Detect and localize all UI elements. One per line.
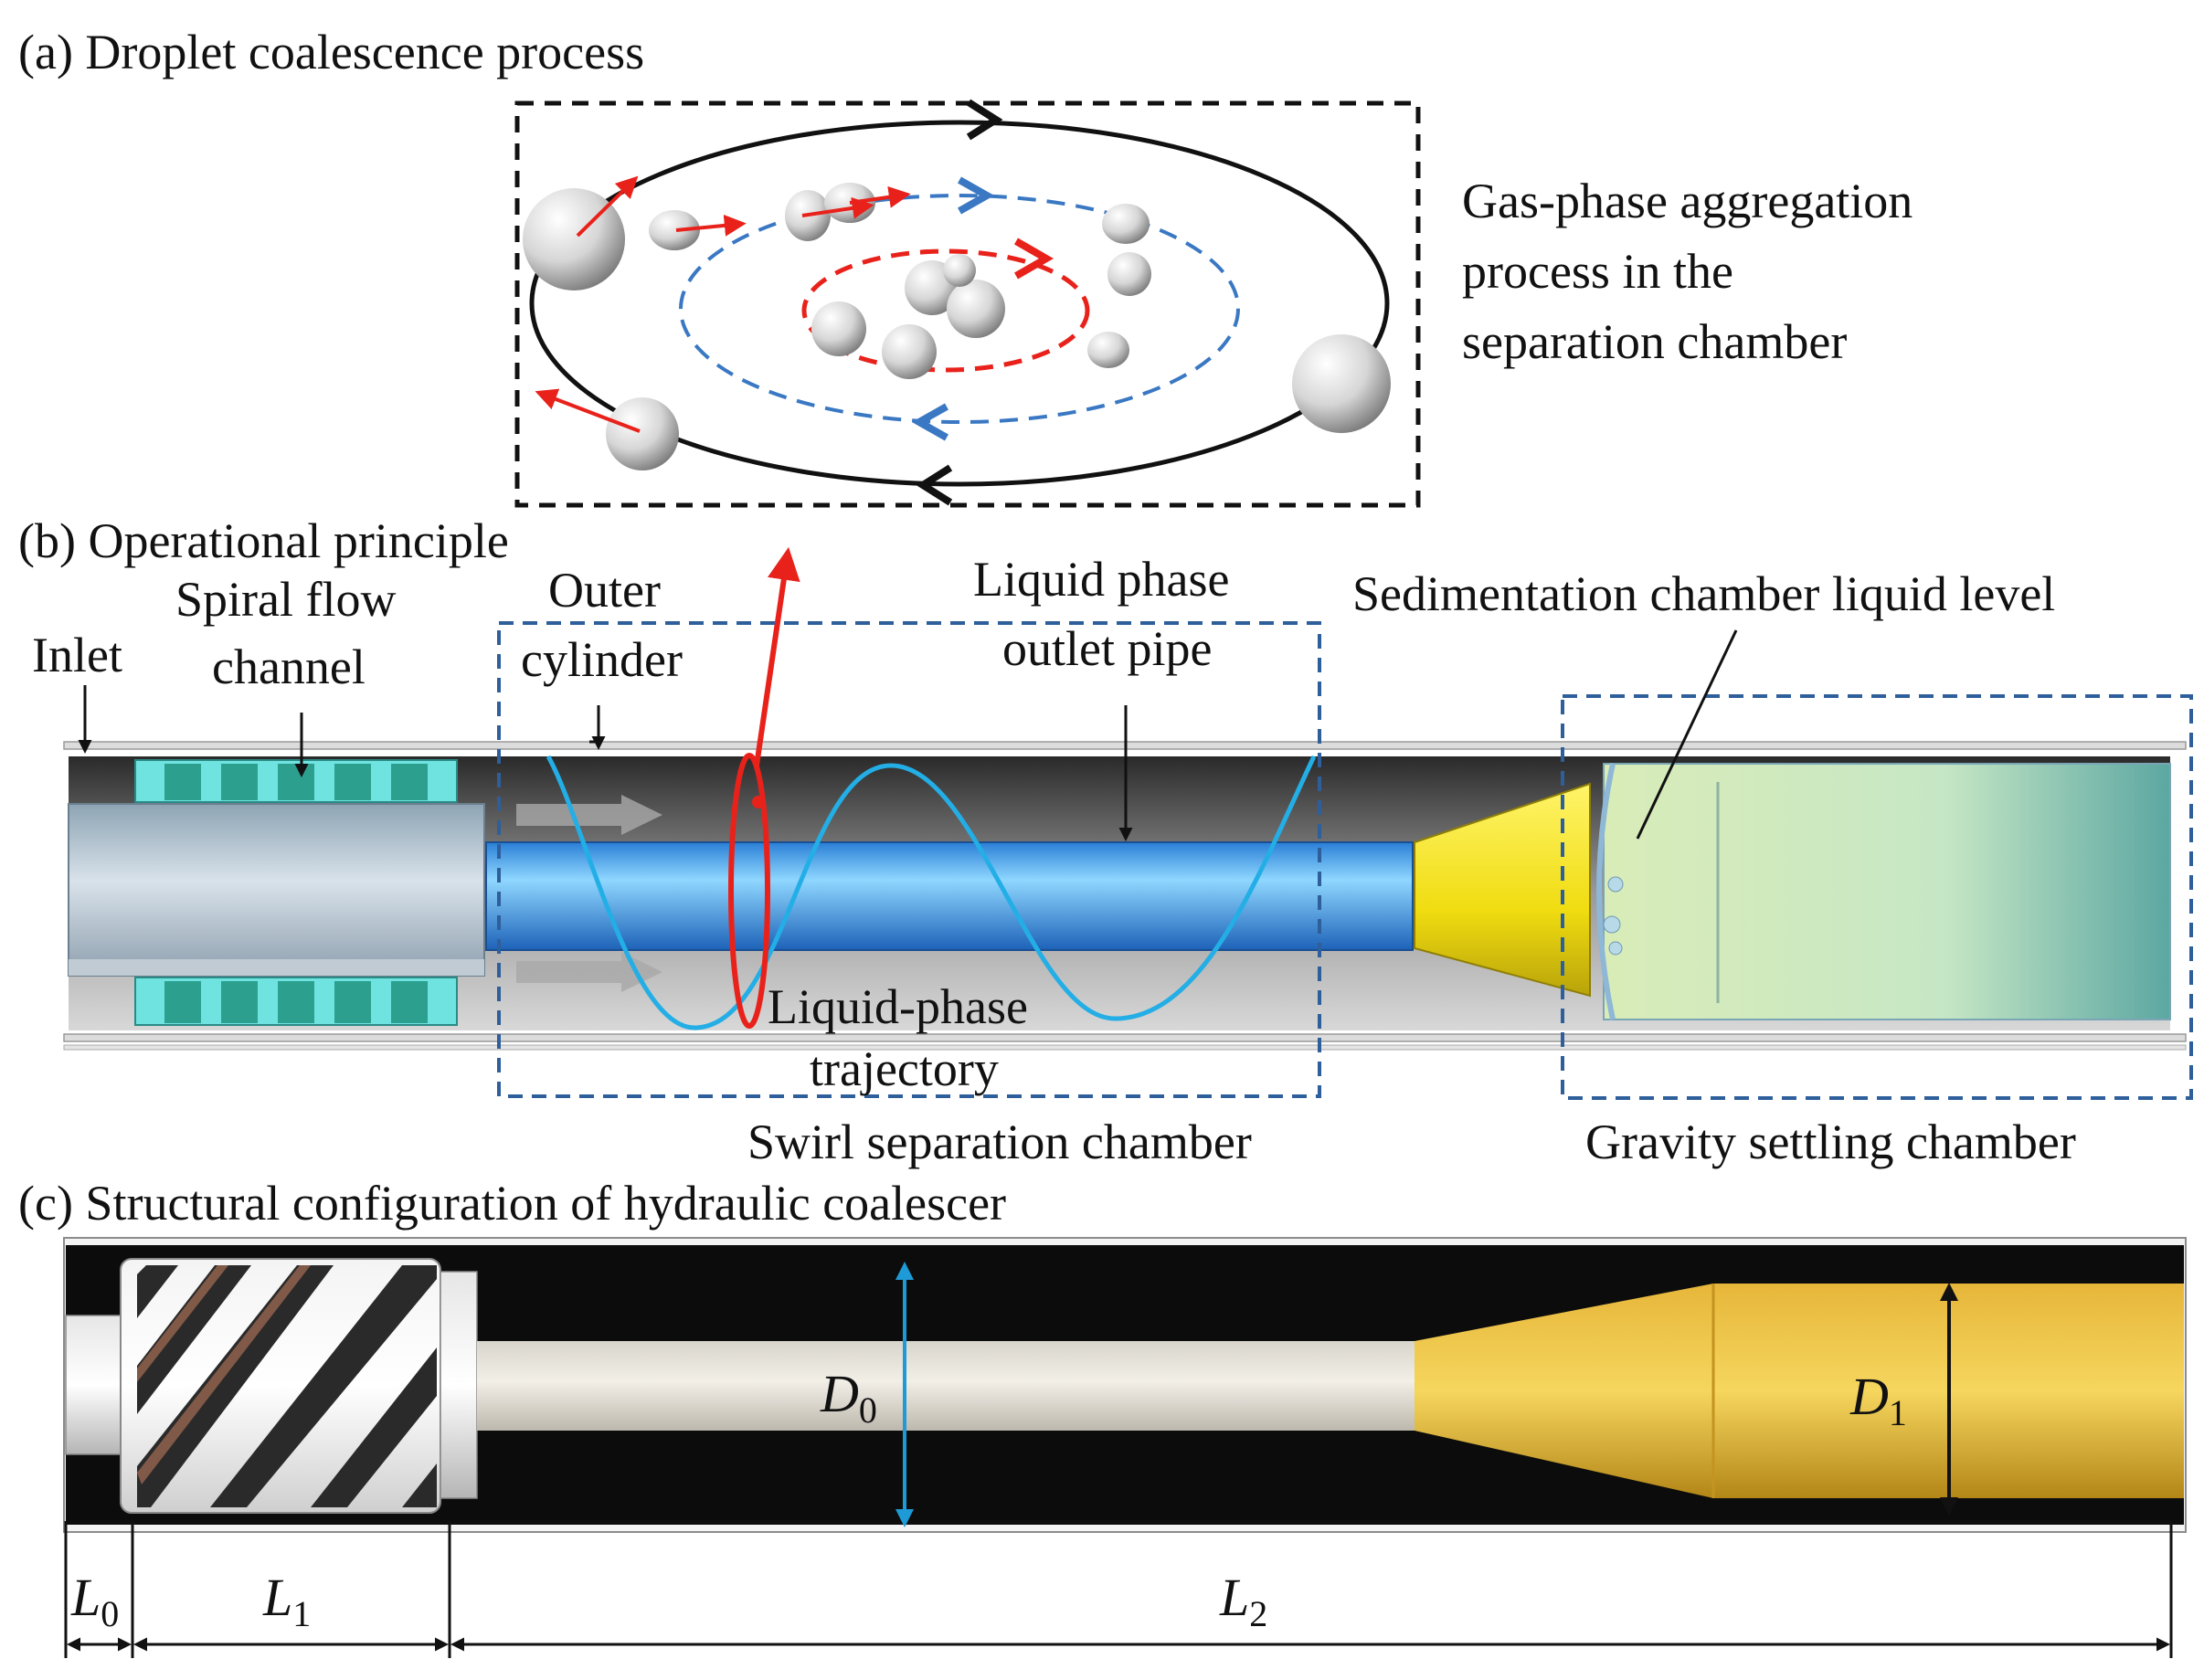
coalescence-box xyxy=(514,100,1421,508)
spiral-vanes-bottom xyxy=(134,977,458,1026)
label-outlet-pipe-2: outlet pipe xyxy=(1002,621,1212,676)
cross-section-dot xyxy=(752,796,765,808)
inlet-stub xyxy=(65,1315,122,1455)
label-gravity-chamber: Gravity settling chamber xyxy=(1585,1115,2076,1169)
gold-cone xyxy=(1415,1284,1713,1498)
flow-arrow xyxy=(516,952,662,992)
motion-arrow xyxy=(801,196,874,219)
motion-arrow xyxy=(675,214,747,237)
outer-orbit-arrow-top xyxy=(966,99,1003,141)
droplet xyxy=(649,210,700,250)
l2-label: L2 xyxy=(1219,1568,1267,1634)
l0-label: L0 xyxy=(70,1568,119,1634)
label-trajectory-1: Liquid-phase xyxy=(768,979,1028,1034)
spiral-grooves xyxy=(137,1265,437,1507)
inner-orbit-arrow xyxy=(1014,238,1054,280)
droplet xyxy=(882,324,937,379)
panel-c: (c) Structural configuration of hydrauli… xyxy=(18,1176,2187,1658)
inlet-pipe xyxy=(68,803,485,977)
motion-arrow xyxy=(576,175,639,238)
droplet xyxy=(947,280,1005,338)
zoom-link-arrow xyxy=(754,546,800,766)
outer-orbit xyxy=(529,120,1390,487)
panel-c-title: (c) Structural configuration of hydrauli… xyxy=(18,1176,1006,1231)
label-outer-cylinder-2: cylinder xyxy=(521,632,683,687)
caption-line-3: separation chamber xyxy=(1462,314,1847,369)
label-sedimentation-level: Sedimentation chamber liquid level xyxy=(1352,566,2055,621)
label-inlet: Inlet xyxy=(32,628,122,682)
spiral-vanes-top xyxy=(134,759,458,803)
swirl-separation-box xyxy=(497,621,1321,1098)
panel-b: (b) Operational principle xyxy=(18,513,2193,1169)
liquid-level-surface xyxy=(1596,763,1616,1020)
label-spiral-flow-2: channel xyxy=(212,639,366,694)
middle-orbit-arrow-top xyxy=(958,176,995,215)
droplet xyxy=(1292,334,1391,433)
settling-liquid xyxy=(1603,763,2171,1020)
droplet xyxy=(811,301,866,356)
panel-a-title: (a) Droplet coalescence process xyxy=(18,25,644,79)
label-outer-cylinder-1: Outer xyxy=(548,563,661,618)
flow-arrows xyxy=(516,795,662,992)
length-extension-lines xyxy=(64,1521,2173,1658)
middle-orbit xyxy=(679,194,1240,424)
droplet xyxy=(1102,204,1150,244)
inner-orbit xyxy=(801,248,1090,373)
label-spiral-flow-1: Spiral flow xyxy=(175,572,396,627)
label-swirl-chamber: Swirl separation chamber xyxy=(747,1115,1252,1169)
gravity-settling-box xyxy=(1561,694,2193,1100)
label-trajectory-2: trajectory xyxy=(810,1041,999,1096)
middle-orbit-arrow-bottom xyxy=(911,403,948,441)
panel-a: (a) Droplet coalescence process xyxy=(18,25,1913,508)
liquid-level-pointer xyxy=(1636,629,1738,840)
droplet xyxy=(943,254,976,287)
d1-label: D1 xyxy=(1849,1367,1907,1433)
spiral-collar xyxy=(440,1271,478,1499)
panel-b-title: (b) Operational principle xyxy=(18,513,509,568)
liquid-phase-trajectory-curve xyxy=(546,755,1317,1030)
liquid-phase-outlet-pipe xyxy=(485,841,1414,951)
connection-cone xyxy=(1414,782,1591,998)
droplet xyxy=(606,397,679,470)
panel-a-caption: Gas-phase aggregation process in the sep… xyxy=(1462,174,1913,369)
flow-arrow xyxy=(516,795,662,835)
caption-line-2: process in the xyxy=(1462,244,1733,299)
label-outlet-pipe-1: Liquid phase xyxy=(973,552,1229,607)
droplet xyxy=(1087,332,1129,368)
motion-arrow xyxy=(535,388,641,433)
caption-line-1: Gas-phase aggregation xyxy=(1462,174,1913,228)
d0-label: D0 xyxy=(820,1364,877,1431)
housing-bottom-rail xyxy=(63,1033,2187,1042)
l1-label: L1 xyxy=(262,1568,311,1634)
motion-arrows xyxy=(535,175,911,433)
cross-section-ring xyxy=(728,753,770,1029)
droplet xyxy=(1107,252,1151,296)
droplets xyxy=(523,183,1391,470)
outer-orbit-arrow-bottom xyxy=(916,464,953,506)
outlet-pipe-c xyxy=(477,1341,1415,1431)
motion-arrow xyxy=(849,185,911,208)
